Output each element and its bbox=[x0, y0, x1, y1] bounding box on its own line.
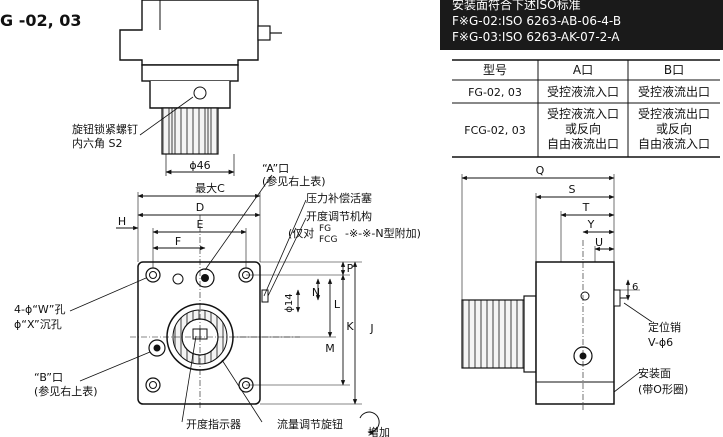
table-row-2-b-line-2: 或反向 bbox=[656, 121, 692, 136]
lock-screw-label-1: 旋钮锁紧螺钉 bbox=[72, 122, 138, 136]
bolt-hole-top-left-inner bbox=[149, 271, 157, 279]
opening-indicator-leader bbox=[181, 335, 197, 423]
j-label: J bbox=[369, 322, 373, 335]
iso-standard-banner: 安装面符合下述ISO标准 F※G-02:ISO 6263-AB-06-4-B F… bbox=[440, 0, 723, 50]
table-row-2-b-line-1: 受控液流出口 bbox=[638, 106, 710, 121]
side-view: Q S T Y U 6 定位销 V-ϕ6 安装面 (带O形圈) bbox=[461, 164, 688, 410]
phi46-label: ϕ46 bbox=[189, 159, 210, 172]
banner-line-1: 安装面符合下述ISO标准 bbox=[452, 0, 581, 12]
d-label: D bbox=[196, 201, 204, 214]
table-row-1-b: 受控液流出口 bbox=[638, 84, 710, 99]
locating-pin bbox=[613, 289, 621, 307]
opening-mechanism-label: 开度调节机构 bbox=[306, 209, 372, 223]
table-row-1-model: FG-02, 03 bbox=[468, 86, 522, 99]
lock-screw bbox=[193, 86, 207, 100]
banner-line-2: F※G-02:ISO 6263-AB-06-4-B bbox=[452, 14, 621, 28]
opening-indicator-label: 开度指示器 bbox=[186, 417, 241, 431]
port-a-label: “A”口 bbox=[262, 162, 289, 175]
opening-mechanism-leader bbox=[267, 217, 307, 297]
h-label: H bbox=[118, 215, 126, 228]
pin-size-label: V-ϕ6 bbox=[648, 336, 673, 349]
locating-pin-label: 定位销 bbox=[648, 320, 681, 334]
banner-line-3: F※G-03:ISO 6263-AK-07-2-A bbox=[452, 30, 620, 44]
table-row-2-model: FCG-02, 03 bbox=[464, 124, 526, 137]
table-header-model: 型号 bbox=[483, 63, 507, 77]
t-label: T bbox=[582, 201, 590, 214]
series-label: G -02, 03 bbox=[0, 11, 82, 30]
hole-w-leader bbox=[69, 277, 147, 312]
port-a-leader bbox=[204, 174, 273, 271]
table-row-2-b-line-3: 自由液流入口 bbox=[638, 136, 710, 151]
port-a-note: (参见右上表) bbox=[262, 174, 326, 188]
table-header-b: B口 bbox=[664, 63, 684, 77]
y-label: Y bbox=[587, 218, 595, 231]
m-label: M bbox=[325, 342, 335, 355]
bolt-hole-bottom-left-inner bbox=[149, 381, 157, 389]
port-b-note: (参见右上表) bbox=[34, 384, 98, 398]
pressure-piston-label: 压力补偿活塞 bbox=[306, 191, 372, 205]
only-for-suffix: -※-※-N型附加) bbox=[345, 226, 421, 240]
table-row-1-a: 受控液流入口 bbox=[547, 84, 619, 99]
e-label: E bbox=[197, 218, 204, 231]
only-for-prefix: (仅对 bbox=[288, 226, 314, 240]
port-b-center bbox=[153, 344, 161, 352]
side-small-hole bbox=[580, 291, 590, 301]
port-b-label: “B”口 bbox=[34, 371, 63, 384]
top-view-body-step bbox=[141, 64, 239, 82]
side-body bbox=[535, 261, 615, 405]
table-row-2-a-line-2: 或反向 bbox=[565, 121, 601, 136]
flow-knob-leader bbox=[221, 359, 263, 423]
pressure-piston-leader bbox=[263, 199, 307, 297]
p-label: P bbox=[347, 262, 354, 275]
banner-background bbox=[440, 0, 723, 50]
table-row-2-a-line-3: 自由液流出口 bbox=[547, 136, 619, 151]
f-label: F bbox=[175, 235, 181, 248]
hole-w-label: 4-ϕ“W”孔 bbox=[14, 303, 66, 316]
mount-face-label: 安装面 bbox=[638, 366, 671, 380]
table-header-a: A口 bbox=[573, 63, 593, 77]
top-view-body-upper bbox=[119, 0, 259, 66]
o-ring-label: (带O形圈) bbox=[638, 383, 688, 396]
phi14-label: ϕ14 bbox=[284, 293, 295, 312]
table-row-2-a-line-1: 受控液流入口 bbox=[547, 106, 619, 121]
six-label: 6 bbox=[632, 282, 638, 293]
l-label: L bbox=[334, 298, 341, 311]
flow-knob-core bbox=[171, 107, 209, 155]
n-label: N bbox=[312, 286, 320, 299]
side-knob bbox=[461, 299, 525, 369]
flow-knob-top bbox=[161, 107, 219, 155]
top-view-side-fitting bbox=[257, 25, 271, 41]
side-knob-collar bbox=[523, 295, 537, 373]
k-label: K bbox=[346, 320, 354, 333]
increase-arrow-icon bbox=[359, 411, 380, 435]
top-view-body-lower bbox=[149, 81, 231, 109]
small-hole bbox=[172, 273, 184, 285]
bolt-hole-top-left bbox=[145, 267, 161, 283]
lock-screw-label-2: 内六角 S2 bbox=[72, 136, 122, 150]
lock-screw-leader bbox=[139, 96, 194, 136]
port-b-leader bbox=[79, 351, 151, 382]
side-adjuster bbox=[261, 289, 269, 303]
top-view: ϕ46 旋钮锁紧螺钉 内六角 S2 bbox=[72, 0, 282, 176]
locating-pin-leader bbox=[623, 302, 653, 323]
port-table: 型号 A口 B口 FG-02, 03 受控液流入口 受控液流出口 FCG-02,… bbox=[452, 59, 720, 158]
u-label: U bbox=[595, 236, 603, 249]
port-a-center bbox=[201, 274, 209, 282]
only-for-fcg: FCG bbox=[319, 235, 337, 245]
q-label: Q bbox=[536, 164, 545, 177]
increase-label: 增加 bbox=[368, 425, 390, 437]
s-label: S bbox=[569, 183, 576, 196]
only-for-fg: FG bbox=[319, 224, 331, 234]
front-view: 最大C D E F H J K L N P M bbox=[14, 162, 421, 437]
mount-face-leader bbox=[613, 371, 641, 393]
max-c-label: 最大C bbox=[195, 181, 225, 195]
hole-x-label: ϕ“X”沉孔 bbox=[14, 318, 62, 331]
flow-knob-label: 流量调节旋钮 bbox=[277, 417, 343, 431]
bolt-hole-bottom-left bbox=[145, 377, 161, 393]
